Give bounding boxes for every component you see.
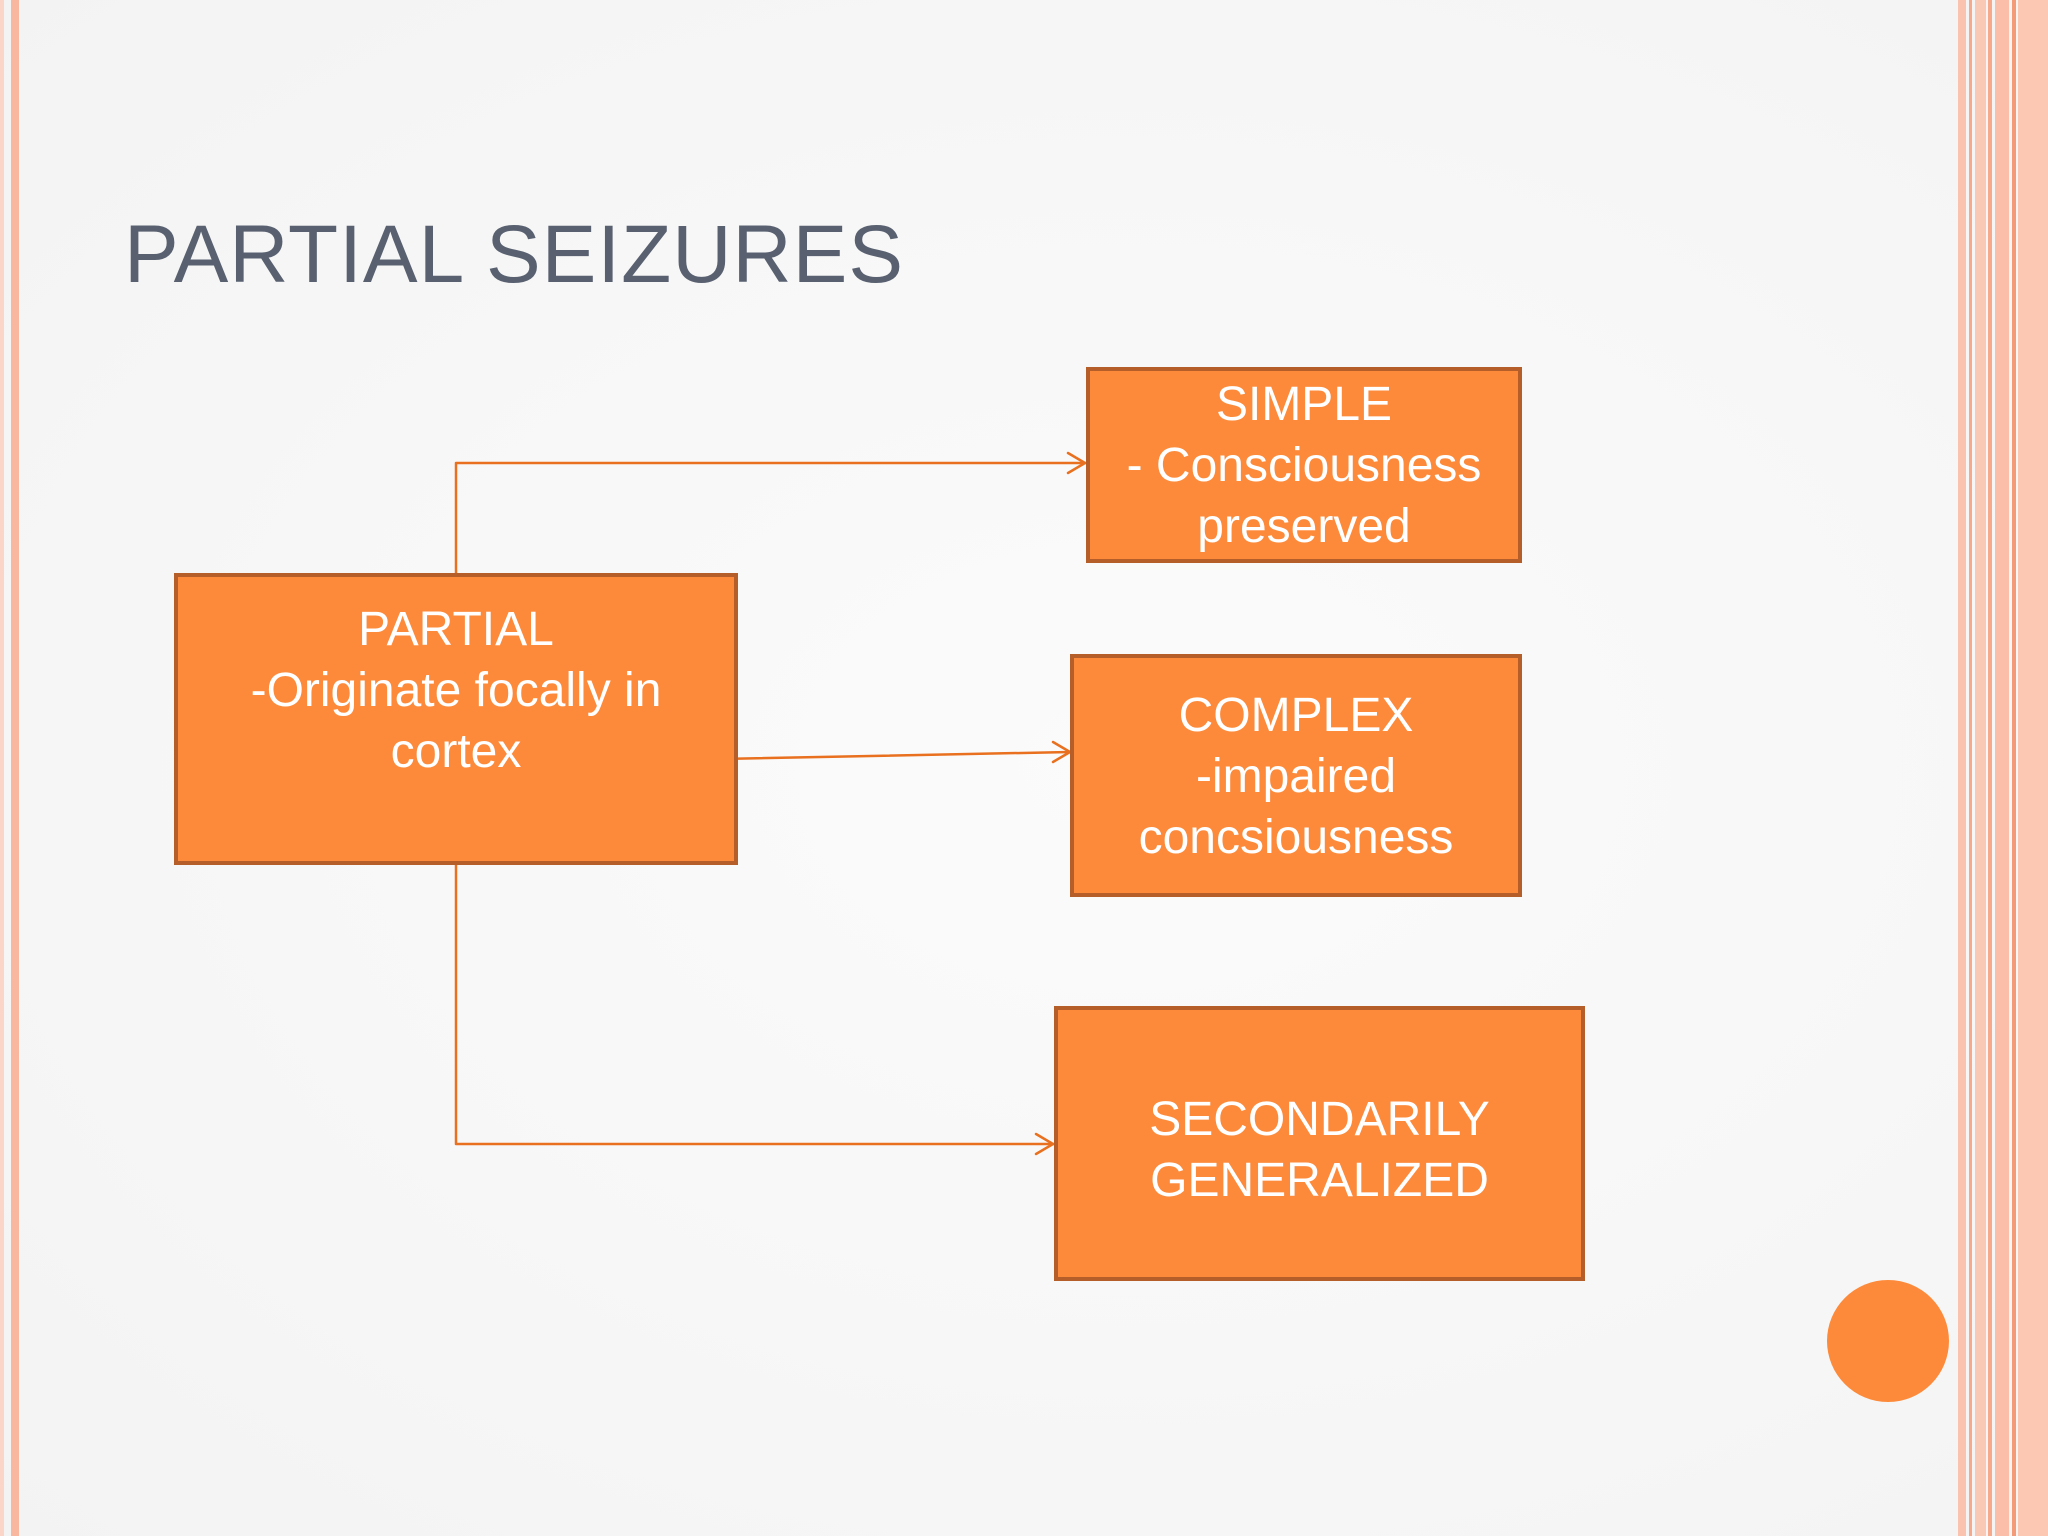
simple-seizure-box: SIMPLE - Consciousness preserved xyxy=(1086,367,1522,563)
right-frame-stripe xyxy=(2012,0,2016,1536)
right-frame-stripe xyxy=(1975,0,1986,1536)
right-frame-stripe xyxy=(1988,0,1992,1536)
right-frame-stripe xyxy=(2018,0,2048,1536)
secondarily-generalized-box-line: GENERALIZED xyxy=(1150,1154,1489,1207)
slide-title: PARTIAL SEIZURES xyxy=(124,209,905,300)
left-frame-stripe xyxy=(0,0,4,1536)
secondarily-generalized-box-line: SECONDARILY xyxy=(1149,1093,1490,1146)
simple-box-line: SIMPLE xyxy=(1215,378,1393,431)
partial-seizure-box: PARTIAL -Originate focally in cortex xyxy=(174,573,738,865)
secondarily-generalized-box: SECONDARILY GENERALIZED xyxy=(1054,1006,1585,1281)
partial-box-line: PARTIAL xyxy=(358,603,554,656)
complex-box-line: concsiousness xyxy=(1138,811,1454,864)
right-frame-stripe xyxy=(1995,0,2009,1536)
simple-box-line: - Consciousness xyxy=(1126,439,1482,492)
connector-to-secondarily-generalized xyxy=(454,862,1055,1146)
decorative-circle xyxy=(1827,1280,1949,1402)
arrowhead-secondarily-generalized xyxy=(1034,1132,1055,1156)
arrowhead-simple xyxy=(1066,451,1087,475)
complex-seizure-box: COMPLEX -impaired concsiousness xyxy=(1070,654,1522,897)
right-frame-stripe xyxy=(1969,0,1972,1536)
complex-box-line: COMPLEX xyxy=(1178,689,1414,742)
complex-box-line: -impaired xyxy=(1195,750,1397,803)
right-frame-stripe xyxy=(1958,0,1966,1536)
connector-to-simple xyxy=(454,461,1087,575)
partial-box-line: cortex xyxy=(390,725,522,778)
partial-box-line: -Originate focally in xyxy=(250,664,662,717)
connector-to-complex xyxy=(718,750,1072,761)
simple-box-line: preserved xyxy=(1197,500,1411,553)
left-frame-stripe xyxy=(11,0,19,1536)
